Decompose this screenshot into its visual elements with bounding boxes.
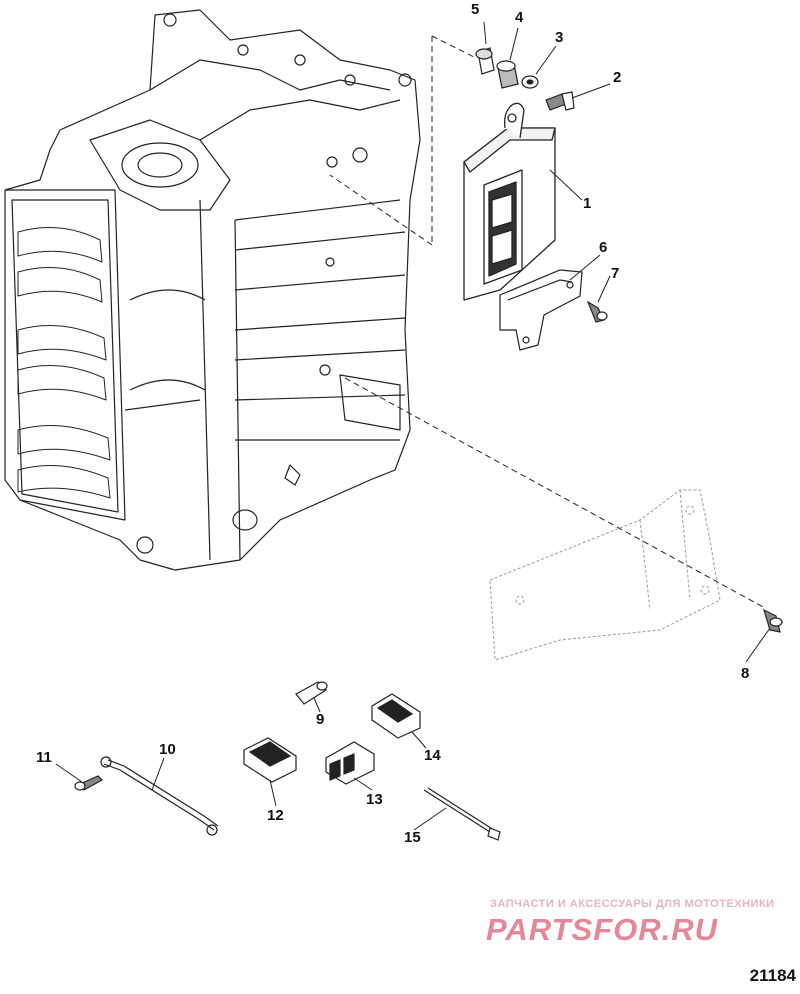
callout-14: 14 [424, 747, 441, 764]
callout-1: 1 [583, 195, 592, 212]
ecm-module [463, 102, 556, 301]
figure-id: 21184 [749, 966, 796, 985]
connector-13 [325, 741, 375, 785]
ground-strap-10 [100, 756, 219, 836]
callout-15: 15 [404, 829, 421, 846]
mount-bracket-ghost [489, 489, 721, 661]
callout-leaders [55, 21, 771, 831]
callout-8: 8 [741, 665, 750, 682]
dashed-leaders [329, 35, 766, 609]
cable-tie-15 [423, 787, 501, 841]
callout-6: 6 [599, 239, 608, 256]
connector-14 [371, 693, 421, 739]
callout-13: 13 [366, 791, 383, 808]
cap-9 [295, 681, 328, 705]
callout-10: 10 [159, 741, 176, 758]
watermark-tagline: ЗАПЧАСТИ И АКСЕССУАРЫ ДЛЯ МОТОТЕХНИКИ [490, 898, 775, 910]
ecm-hardware [475, 47, 608, 323]
callout-5: 5 [471, 1, 480, 18]
engine-block [4, 9, 421, 571]
connector-12 [243, 737, 297, 783]
callout-3: 3 [555, 29, 564, 46]
screw-11 [74, 775, 103, 791]
bolt-8 [763, 608, 783, 633]
callout-4: 4 [515, 9, 524, 26]
callout-12: 12 [267, 807, 284, 824]
watermark-brand: PARTSFOR.RU [486, 912, 719, 947]
callout-7: 7 [611, 265, 620, 282]
callout-11: 11 [36, 749, 52, 766]
callout-2: 2 [613, 69, 622, 86]
ecm-bracket [499, 269, 583, 351]
callout-9: 9 [316, 711, 325, 728]
